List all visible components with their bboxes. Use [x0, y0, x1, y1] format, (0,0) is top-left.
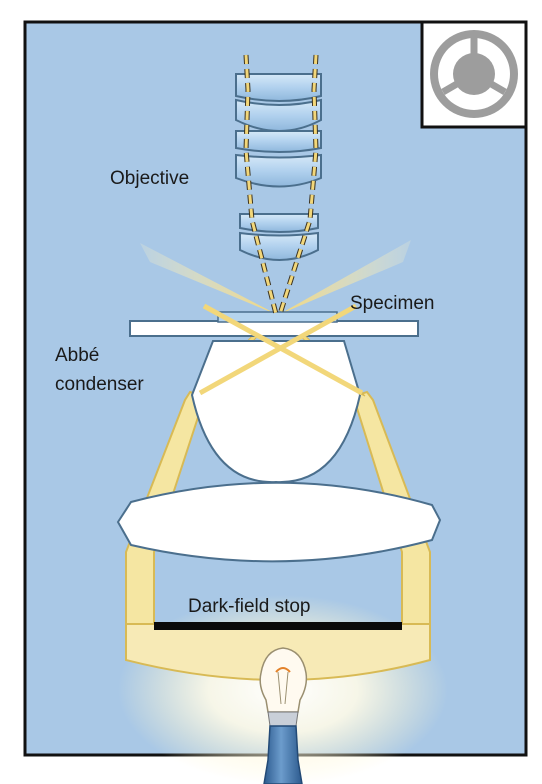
light-bulb-icon	[259, 647, 308, 784]
inset-box	[420, 20, 528, 129]
specimen-crossing-rays	[198, 303, 364, 396]
condenser-label-line2: condenser	[55, 374, 144, 395]
specimen-label: Specimen	[350, 293, 435, 314]
objective-label: Objective	[110, 168, 189, 189]
specimen	[217, 311, 338, 323]
condenser-label-line1: Abbé	[55, 345, 99, 366]
dark-field-stop-disk-icon	[430, 30, 518, 118]
dark-field-stop	[154, 622, 402, 630]
scattered-light-rays	[243, 54, 319, 315]
dark-field-stop-label: Dark-field stop	[188, 596, 311, 617]
microscope-slide	[129, 320, 419, 337]
lamp-base	[263, 725, 303, 784]
lower-condenser-lens	[116, 481, 442, 563]
